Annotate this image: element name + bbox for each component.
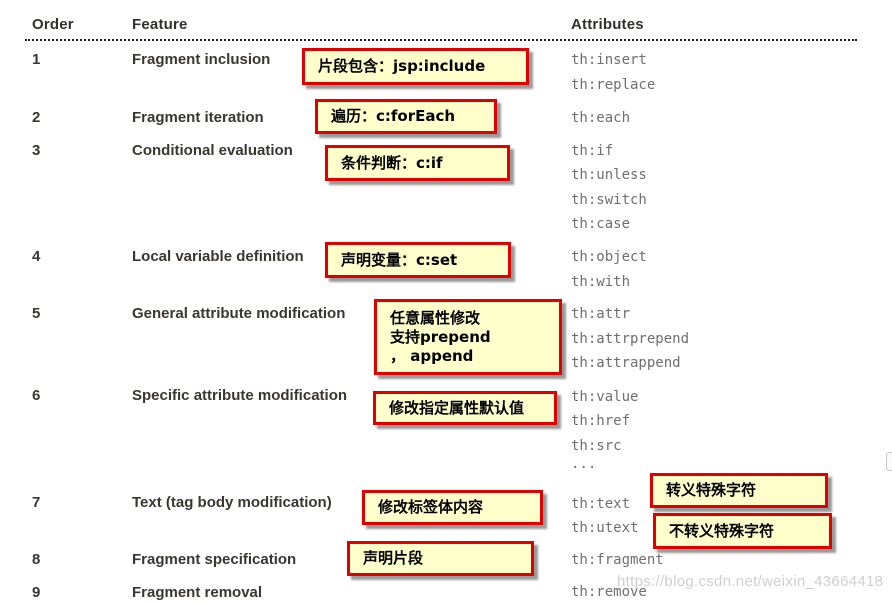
- annotation-specific-attribute: 修改指定属性默认值: [373, 391, 557, 425]
- attribute-value: th:attr: [571, 306, 631, 322]
- annotation-text: 修改指定属性默认值: [389, 398, 525, 417]
- feature-cell: Conditional evaluation: [132, 142, 293, 159]
- annotation-conditional: 条件判断：c:if: [325, 145, 510, 181]
- annotation-fragment-iteration: 遍历：c:forEach: [315, 99, 497, 134]
- feature-cell: Specific attribute modification: [132, 387, 348, 404]
- attribute-value: th:insert: [571, 52, 647, 68]
- annotation-text: 不转义特殊字符: [669, 521, 775, 540]
- attribute-value: th:attrprepend: [571, 331, 690, 347]
- attribute-value: th:value: [571, 389, 639, 405]
- attribute-value: th:src: [571, 438, 622, 454]
- annotation-text: 任意属性修改 支持prepend ， append: [390, 308, 491, 365]
- attribute-value: th:href: [571, 413, 631, 429]
- order-cell: 3: [32, 142, 41, 159]
- order-cell: 5: [32, 305, 41, 322]
- annotation-fragment-inclusion: 片段包含：jsp:include: [302, 48, 529, 85]
- clipped-edge-element: [886, 452, 892, 471]
- order-cell: 7: [32, 494, 41, 511]
- feature-cell: General attribute modification: [132, 305, 346, 322]
- annotation-text: 片段包含：jsp:include: [318, 57, 486, 75]
- feature-cell: Fragment iteration: [132, 109, 264, 126]
- annotation-text: 修改标签体内容: [378, 498, 484, 516]
- attribute-value: th:fragment: [571, 552, 664, 568]
- order-cell: 9: [32, 584, 41, 601]
- column-header-attributes: Attributes: [571, 16, 644, 33]
- annotation-escape: 转义特殊字符: [650, 473, 828, 508]
- feature-cell: Fragment specification: [132, 551, 297, 568]
- attribute-value: th:text: [571, 496, 631, 512]
- attribute-value: th:unless: [571, 167, 647, 183]
- feature-cell: Local variable definition: [132, 248, 304, 265]
- attribute-value: th:remove: [571, 584, 647, 600]
- annotation-text: 条件判断：c:if: [341, 153, 443, 172]
- column-header-feature: Feature: [132, 16, 188, 33]
- annotation-text-body: 修改标签体内容: [362, 490, 543, 525]
- annotation-local-variable: 声明变量：c:set: [325, 242, 511, 278]
- attribute-value: th:object: [571, 249, 647, 265]
- column-header-order: Order: [32, 16, 74, 33]
- attribute-value: th:replace: [571, 77, 656, 93]
- attribute-value: th:utext: [571, 520, 639, 536]
- header-divider: [25, 39, 857, 41]
- attribute-value: th:attrappend: [571, 355, 681, 371]
- annotation-general-attribute: 任意属性修改 支持prepend ， append: [374, 299, 562, 375]
- annotation-text: 转义特殊字符: [666, 481, 757, 499]
- csdn-watermark: https://blog.csdn.net/weixin_43664418: [617, 573, 884, 590]
- annotation-text: 遍历：c:forEach: [331, 107, 456, 125]
- order-cell: 6: [32, 387, 41, 404]
- order-cell: 4: [32, 248, 41, 265]
- order-cell: 8: [32, 551, 41, 568]
- annotation-fragment-spec: 声明片段: [347, 541, 534, 576]
- feature-cell: Text (tag body modification): [132, 494, 332, 511]
- annotation-text: 声明片段: [363, 549, 424, 567]
- feature-cell: Fragment removal: [132, 584, 263, 601]
- order-cell: 1: [32, 51, 41, 68]
- order-cell: 2: [32, 109, 41, 126]
- feature-cell: Fragment inclusion: [132, 51, 271, 68]
- annotation-unescape: 不转义特殊字符: [653, 513, 832, 549]
- attribute-value: th:if: [571, 143, 614, 159]
- attribute-value: th:switch: [571, 192, 647, 208]
- attribute-value: th:each: [571, 110, 631, 126]
- attribute-value: th:with: [571, 274, 631, 290]
- attribute-ellipsis: ...: [571, 456, 597, 472]
- attribute-value: th:case: [571, 216, 631, 232]
- annotation-text: 声明变量：c:set: [341, 250, 458, 269]
